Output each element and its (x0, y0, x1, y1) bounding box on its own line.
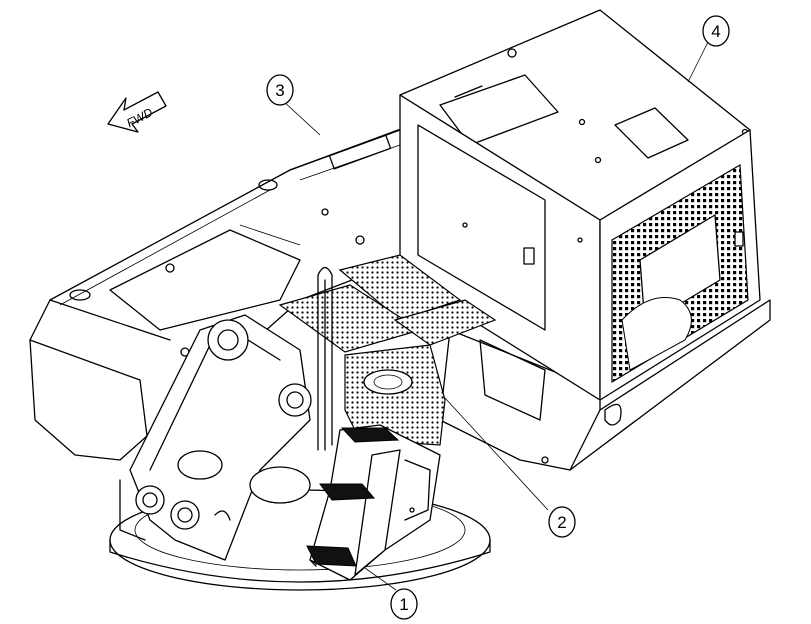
fwd-arrow-icon: FWD (107, 91, 167, 133)
callout-1: 1 (390, 588, 418, 620)
grab-handle (317, 266, 333, 451)
callout-4-label: 4 (711, 22, 720, 41)
boom-pivot-frame (119, 314, 312, 561)
platform-grating (278, 254, 497, 446)
leader-lines (281, 41, 709, 591)
callout-2-label: 2 (557, 513, 566, 532)
frame-deck (289, 129, 401, 181)
engine-enclosure (399, 9, 761, 401)
access-ladder (306, 424, 441, 581)
callout-2: 2 (548, 506, 576, 538)
callout-3-label: 3 (275, 81, 284, 100)
callout-3: 3 (266, 74, 294, 106)
callout-4: 4 (702, 15, 730, 47)
callout-1-label: 1 (399, 595, 408, 614)
rear-lower-body (439, 299, 771, 471)
